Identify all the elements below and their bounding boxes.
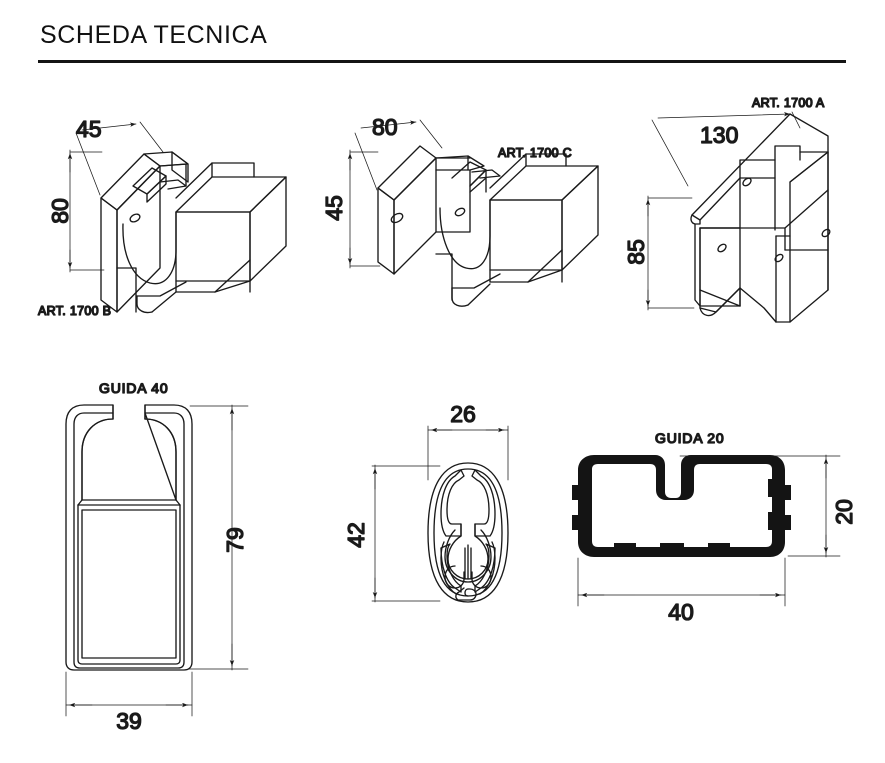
bracket-b-dim-height: 80 [47, 198, 73, 224]
bracket-a-part-label: ART. 1700 A [752, 96, 825, 110]
bracket-c-dim-width: 80 [372, 114, 398, 140]
guida20-dim-width: 40 [668, 599, 694, 625]
dimension-79-guida40 [187, 404, 249, 671]
dimension-45-bracket-c [347, 149, 381, 269]
bracket-c-dim-height: 45 [321, 195, 347, 221]
guida40-dim-height: 79 [222, 527, 248, 553]
dimension-85-bracket-a [645, 195, 695, 311]
figure-bracket-1700c [347, 119, 599, 307]
figure-guida20 [572, 454, 841, 607]
dimension-45-bracket-b [75, 121, 164, 196]
dimension-80-bracket-c [354, 119, 443, 191]
oval-dim-width: 26 [450, 401, 476, 427]
dimension-26-oval [427, 425, 509, 481]
dimension-42-oval [371, 464, 441, 603]
page-title: SCHEDA TECNICA [40, 21, 268, 49]
figure-bracket-1700a [645, 111, 831, 323]
dimension-40-guida20 [577, 557, 786, 607]
guida20-part-label: GUIDA 20 [655, 430, 724, 446]
guida40-dim-width: 39 [116, 708, 142, 734]
dimension-130-bracket-a [651, 111, 801, 187]
bracket-b-part-label: ART. 1700 B [38, 304, 111, 318]
bracket-a-dim-width: 130 [700, 122, 738, 148]
dimension-39-guida40 [65, 671, 193, 717]
oval-dim-height: 42 [343, 522, 369, 548]
bracket-a-dim-height: 85 [623, 239, 649, 265]
dimension-80-bracket-b [67, 149, 105, 273]
title-divider [38, 60, 846, 63]
guida40-part-label: GUIDA 40 [99, 380, 168, 396]
bracket-b-dim-width: 45 [76, 116, 102, 142]
figure-bracket-1700b [67, 121, 287, 314]
guida20-dim-height: 20 [831, 499, 857, 525]
dimension-20-guida20 [679, 454, 841, 558]
figure-guida40 [65, 404, 249, 717]
bracket-c-part-label: ART. 1700 C [498, 146, 572, 160]
figure-oval-profile [371, 425, 509, 603]
